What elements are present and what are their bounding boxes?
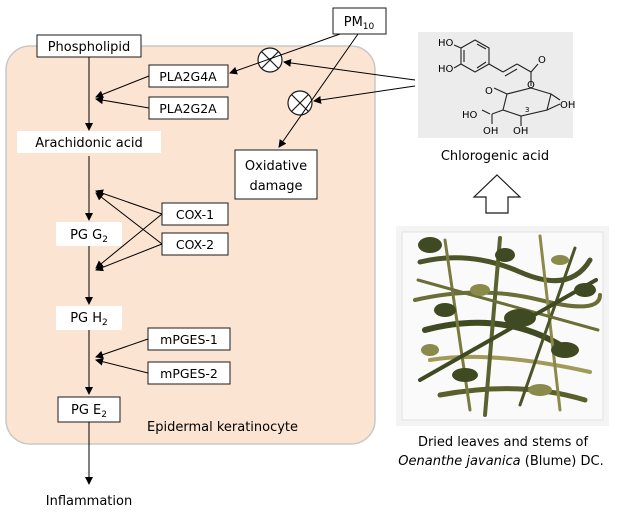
arrow-cox2-lower — [95, 243, 163, 272]
phospholipid-label: Phospholipid — [48, 40, 131, 55]
arrow-cga-to-inhibit-2 — [313, 85, 416, 104]
arrow-pm10-to-oxidative — [278, 33, 359, 148]
cox1-label: COX-1 — [176, 207, 214, 222]
arrow-cox1-lower — [95, 213, 163, 269]
pge2-sub: 2 — [101, 410, 107, 420]
pgg2-base: PG G — [70, 228, 102, 243]
mpges1-node: mPGES-1 — [147, 327, 231, 351]
dried-plant-photo — [396, 226, 609, 426]
pla2g4a-node: PLA2G4A — [148, 64, 229, 88]
phospholipid-node: Phospholipid — [36, 34, 142, 58]
pgh2-base: PG H — [70, 311, 102, 326]
chlorogenic-acid-structure: HO HO O O O OH HO OH OH 3 — [418, 32, 575, 138]
plant-caption-line1: Dried leaves and stems of — [418, 435, 589, 450]
arrow-pla2g4a — [95, 75, 150, 99]
pgg2-label: PG G2 — [70, 228, 108, 245]
arachidonic-acid-bg — [17, 131, 161, 153]
pla2g2a-label: PLA2G2A — [159, 101, 217, 116]
arrow-cox2-upper — [95, 192, 163, 245]
pm10-node: PM10 — [332, 7, 387, 35]
hollow-up-arrow — [472, 174, 522, 214]
pla2g4a-label: PLA2G4A — [159, 69, 217, 84]
chlorogenic-acid-caption: Chlorogenic acid — [441, 149, 549, 164]
cell-label: Epidermal keratinocyte — [147, 420, 298, 435]
arrow-mpges1 — [95, 338, 149, 359]
pm10-base: PM — [344, 15, 363, 30]
mpges2-label: mPGES-2 — [160, 366, 218, 381]
cga-atom-ho-mid: HO — [438, 64, 454, 75]
oxidative-damage-node: Oxidative damage — [234, 149, 318, 200]
cga-atom-oh-c4: OH — [513, 126, 528, 137]
pgh2-sub: 2 — [102, 318, 108, 328]
arrow-pm10-to-pla2g4a — [229, 33, 341, 75]
cox2-label: COX-2 — [176, 237, 214, 252]
inhibit-circle-2 — [287, 90, 313, 116]
pla2g2a-node: PLA2G2A — [148, 96, 229, 120]
cga-atom-oh-c1: OH — [560, 100, 575, 111]
plant-species-authority: (Blume) DC. — [521, 454, 604, 469]
cga-atom-o-carbonyl: O — [538, 55, 546, 66]
cox1-node: COX-1 — [161, 202, 229, 226]
pm10-sub: 10 — [363, 22, 375, 32]
cox2-node: COX-2 — [161, 232, 229, 256]
cga-atom-ho-acid: HO — [462, 110, 478, 121]
pge2-label: PG E2 — [71, 403, 107, 420]
oxidative-damage-line2: damage — [249, 179, 302, 194]
arrow-pla2g2a — [95, 96, 150, 109]
mpges2-node: mPGES-2 — [147, 361, 231, 385]
pm10-label: PM10 — [344, 15, 375, 32]
plant-caption-line2: Oenanthe javanica (Blume) DC. — [398, 454, 603, 469]
pgg2-bg — [56, 222, 122, 246]
plant-species-name: Oenanthe javanica — [398, 454, 520, 469]
arrow-mpges2 — [95, 357, 149, 374]
inflammation-label: Inflammation — [46, 494, 132, 509]
pgh2-bg — [56, 306, 122, 330]
pge2-base: PG E — [71, 403, 101, 418]
pgg2-sub: 2 — [102, 235, 108, 245]
mpges1-label: mPGES-1 — [160, 332, 218, 347]
pge2-node: PG E2 — [57, 396, 121, 423]
cga-atom-o-ester: O — [527, 80, 535, 91]
arachidonic-acid-label: Arachidonic acid — [35, 136, 143, 151]
oxidative-damage-line1: Oxidative — [245, 159, 307, 174]
pgh2-label: PG H2 — [70, 311, 108, 328]
cga-atom-ho-top: HO — [438, 38, 454, 49]
arrow-cga-to-inhibit-1 — [283, 58, 416, 81]
inhibit-circle-1 — [257, 47, 283, 73]
cga-atom-oh-c5: OH — [483, 126, 498, 137]
cga-locant: 3 — [525, 106, 529, 114]
arrow-cox1-upper — [95, 189, 163, 215]
cga-atom-o-acid: O — [485, 86, 493, 97]
